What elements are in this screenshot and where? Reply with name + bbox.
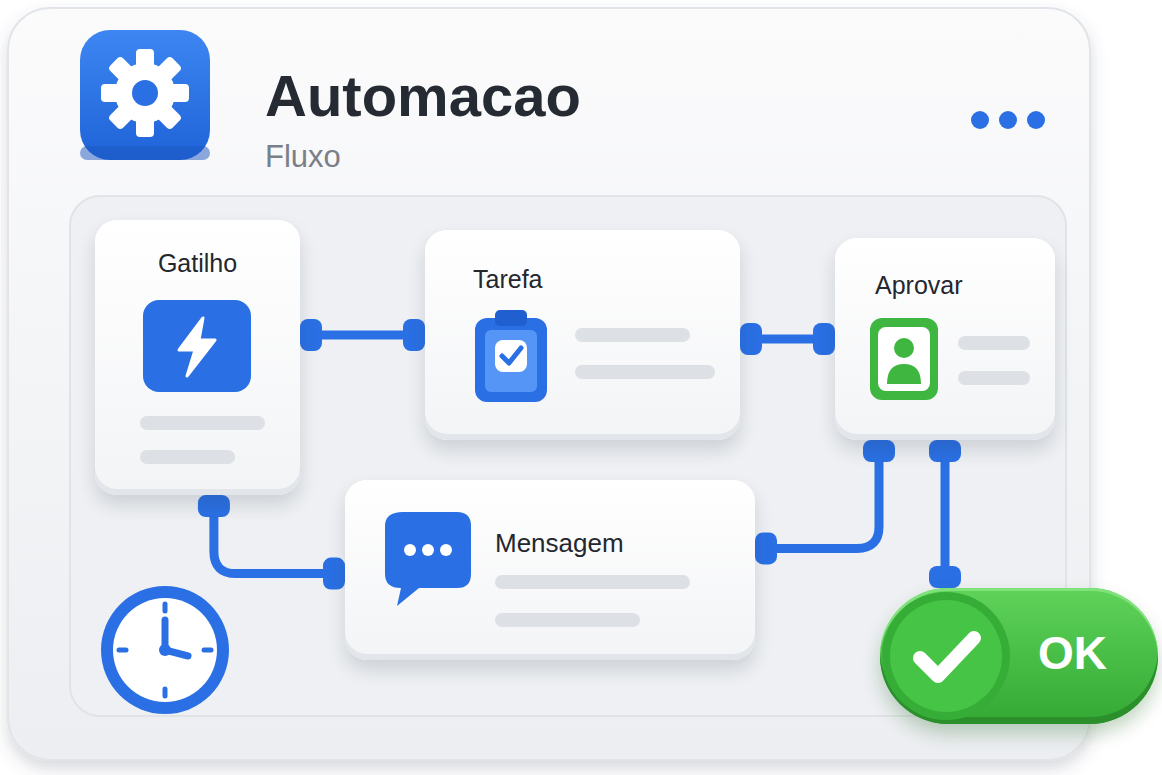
- connector-knob: [198, 495, 230, 517]
- connector-knob: [403, 319, 425, 351]
- connector-line: [755, 440, 879, 548]
- button-label: OK: [1038, 626, 1158, 681]
- node-title: Mensagem: [495, 528, 755, 559]
- task-box: Tarefa: [425, 230, 740, 440]
- connector: [740, 323, 835, 355]
- menu-dots: [971, 111, 1045, 129]
- message-box: Mensagem: [345, 480, 755, 660]
- subtitle-text: Fluxo: [265, 140, 341, 174]
- message-icon: [345, 480, 755, 660]
- connector: [300, 319, 425, 351]
- gear-icon: [80, 30, 210, 160]
- connector-knob: [755, 532, 777, 564]
- approver-icon: [835, 238, 1055, 440]
- connector-knob: [740, 323, 762, 355]
- node-title: Aprovar: [875, 270, 1055, 300]
- node-title: Tarefa: [473, 264, 740, 294]
- connector-knob: [300, 319, 322, 351]
- approval-box: Aprovar: [835, 238, 1055, 440]
- connector-knob: [863, 440, 895, 462]
- connector-knob: [813, 323, 835, 355]
- trigger-box: Gatilho: [95, 220, 300, 495]
- check-icon: [880, 588, 1158, 724]
- connector-knob: [323, 558, 345, 590]
- task-icon: [425, 230, 740, 440]
- node-title: Gatilho: [95, 248, 300, 278]
- connector-knob: [929, 440, 961, 462]
- ok-button: OK: [880, 588, 1158, 724]
- connector-line: [941, 440, 950, 588]
- connector-knob: [929, 566, 961, 588]
- connector: [198, 495, 345, 590]
- title-text: Automacao: [265, 64, 581, 128]
- inner-panel: [70, 196, 1066, 716]
- connector: [929, 440, 961, 588]
- clock-icon: [101, 586, 229, 714]
- connector: [755, 440, 895, 564]
- card: [8, 8, 1090, 760]
